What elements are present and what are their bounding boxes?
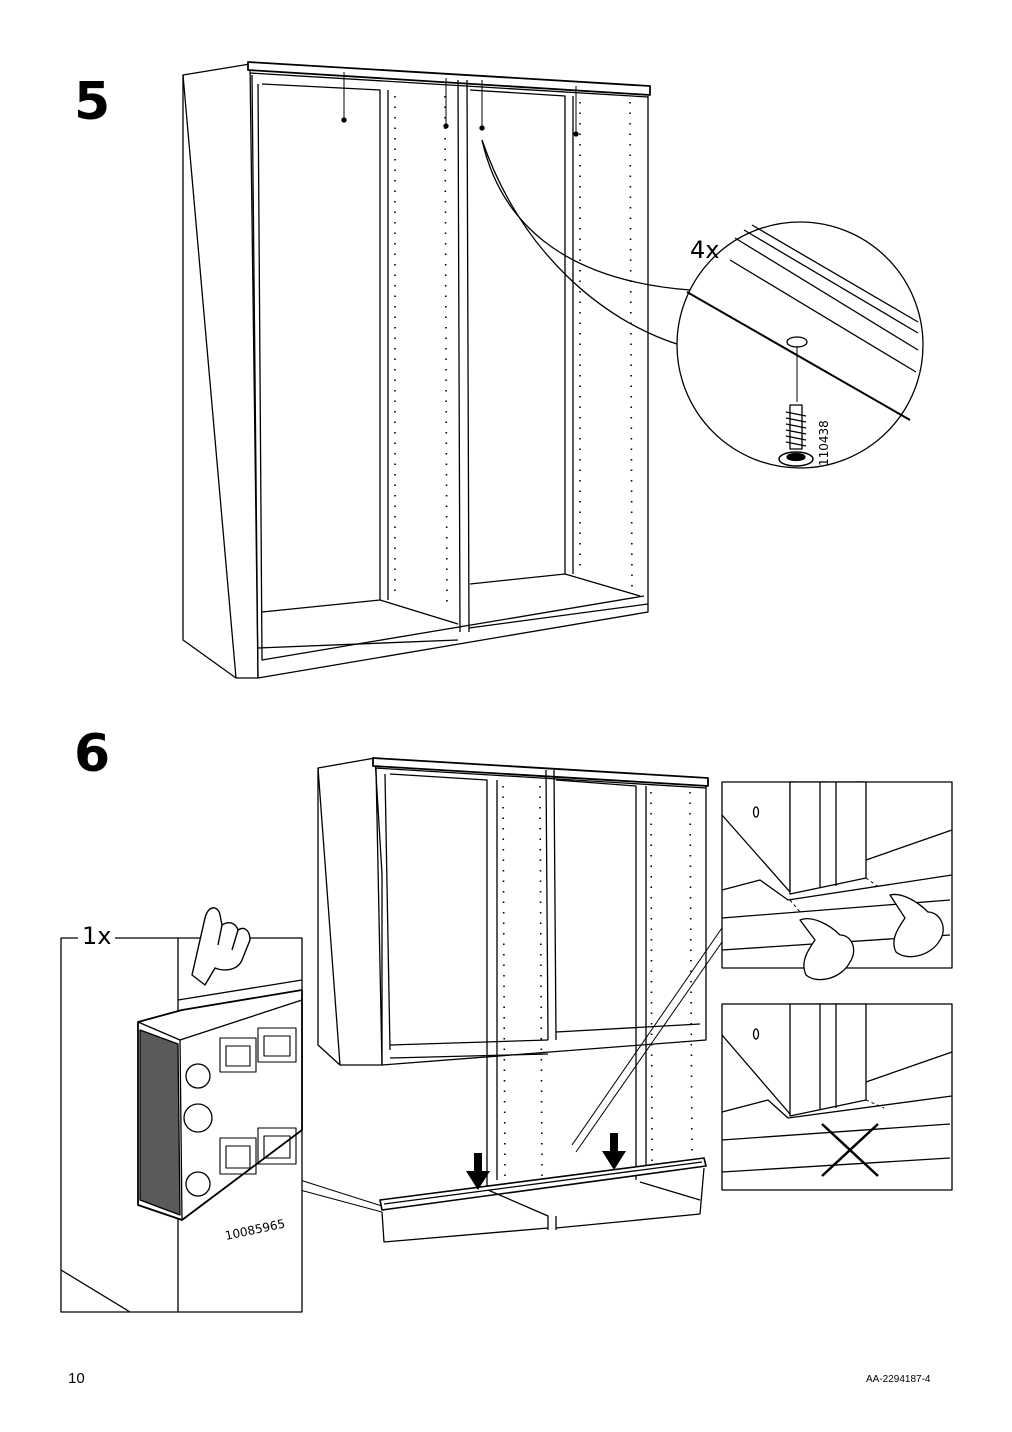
document-code: AA-2294187-4 [866,1374,931,1385]
step6-callout-lines [299,911,734,1213]
step5-zoom-callout [481,139,924,469]
screw-icon [778,404,814,467]
step5-part-number: 110438 [817,420,831,466]
hand-pointing-icon [191,907,251,986]
step6-detail-panel-correct [721,781,953,981]
hand-pointing-icon [799,893,944,981]
arrow-down-icon [466,1133,626,1190]
incorrect-x-icon [821,1123,879,1177]
step6-wardrobe [317,757,709,1243]
step5-wardrobe [182,61,651,679]
step-number-6: 6 [74,724,111,784]
step6-detail-panel-incorrect [721,1003,953,1191]
step6-quantity-label: 1x [78,922,116,950]
page-number: 10 [68,1370,85,1387]
step-number-5: 5 [74,72,111,132]
step5-quantity-label: 4x [690,236,719,264]
step6-detail-panel-left [60,907,303,1313]
